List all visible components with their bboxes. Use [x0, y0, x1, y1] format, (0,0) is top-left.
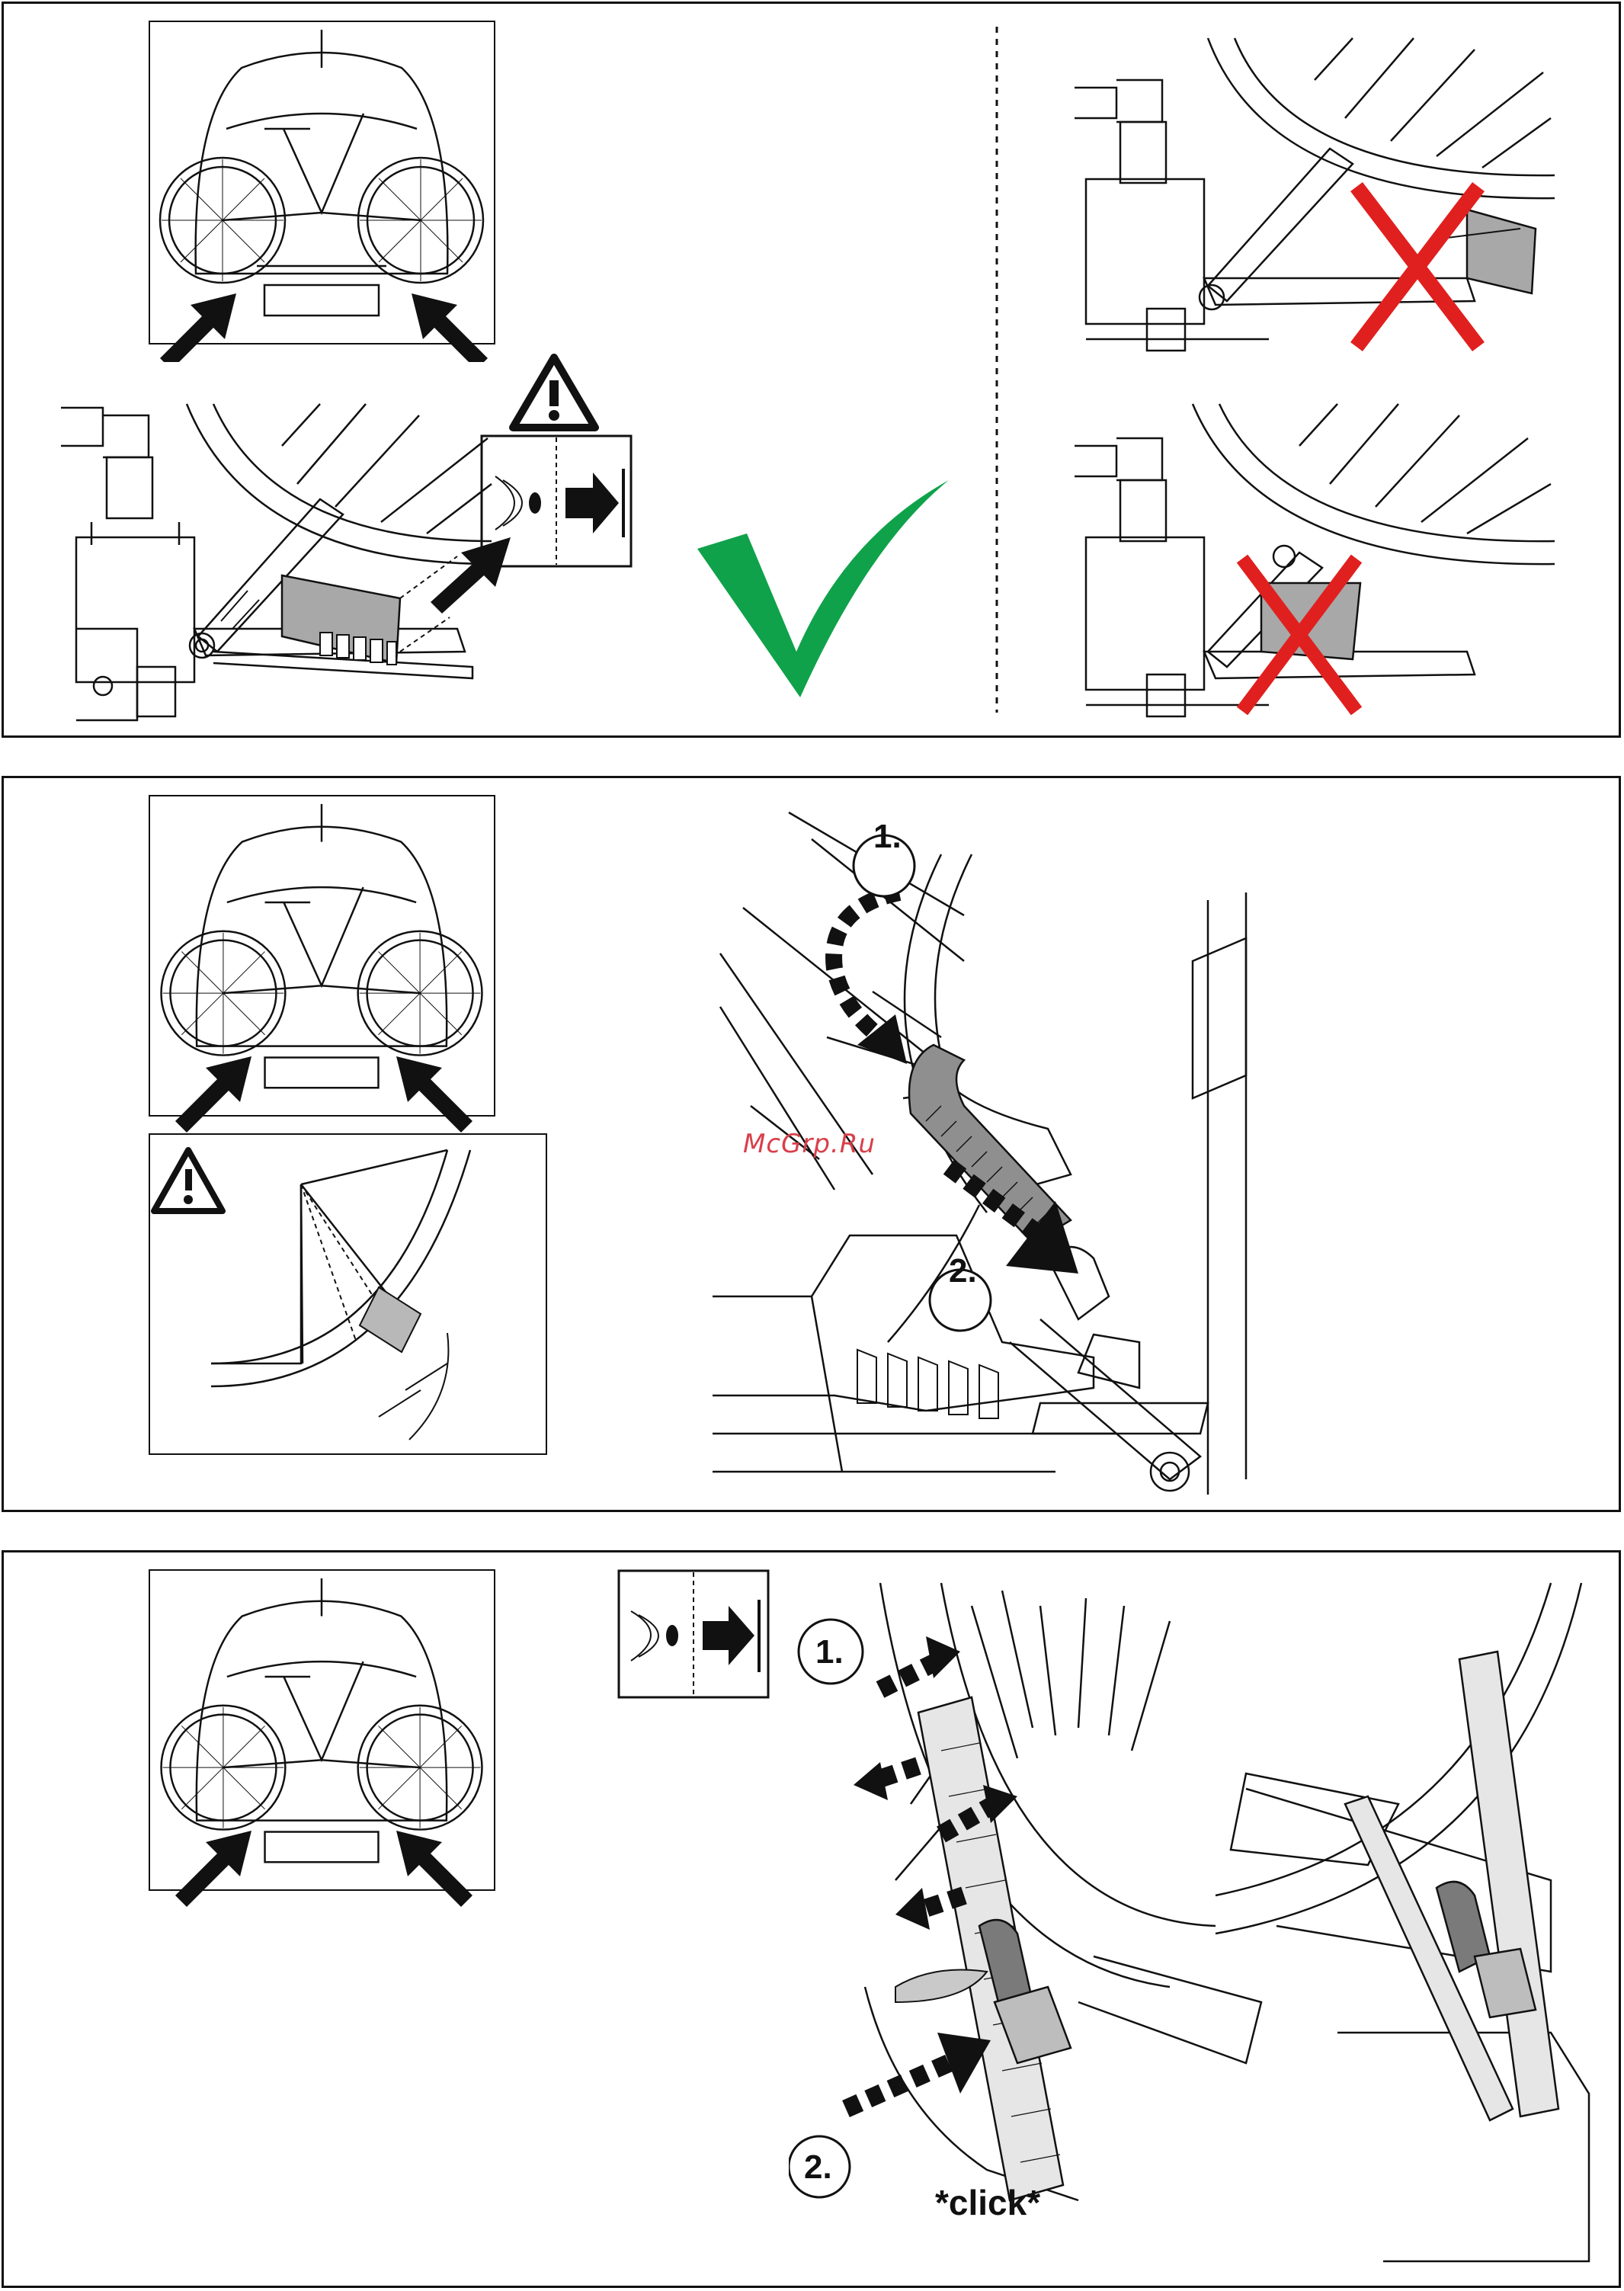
step-1-label: 1.: [873, 818, 902, 856]
divider-line: [995, 27, 999, 713]
thumbnail-arrows: [152, 1808, 503, 1915]
cross-icon: [1349, 179, 1486, 354]
step-panel-3: 1. 2. *click*: [2, 1550, 1621, 2288]
thumbnail-arrows: [152, 1033, 503, 1140]
strap-tighten-illustration: [713, 809, 1589, 1510]
cross-icon: [1235, 551, 1364, 719]
step-panel-2: 1. 2. McGrp.Ru: [2, 776, 1621, 1512]
thumbnail-arrows: [152, 271, 503, 362]
correct-mount-illustration: [61, 400, 579, 724]
eye-inspect-icon: [617, 1569, 770, 1699]
ratchet-click-illustration: [789, 1575, 1597, 2284]
check-icon: [693, 476, 953, 705]
step-1-label: 1.: [815, 1633, 844, 1671]
step-2-label: 2.: [804, 2148, 832, 2187]
watermark: McGrp.Ru: [743, 1129, 876, 1159]
angle-warning-box: [149, 1133, 547, 1455]
click-sound-label: *click*: [935, 2182, 1040, 2223]
step-2-label: 2.: [949, 1252, 977, 1290]
step-panel-1: [2, 2, 1621, 738]
